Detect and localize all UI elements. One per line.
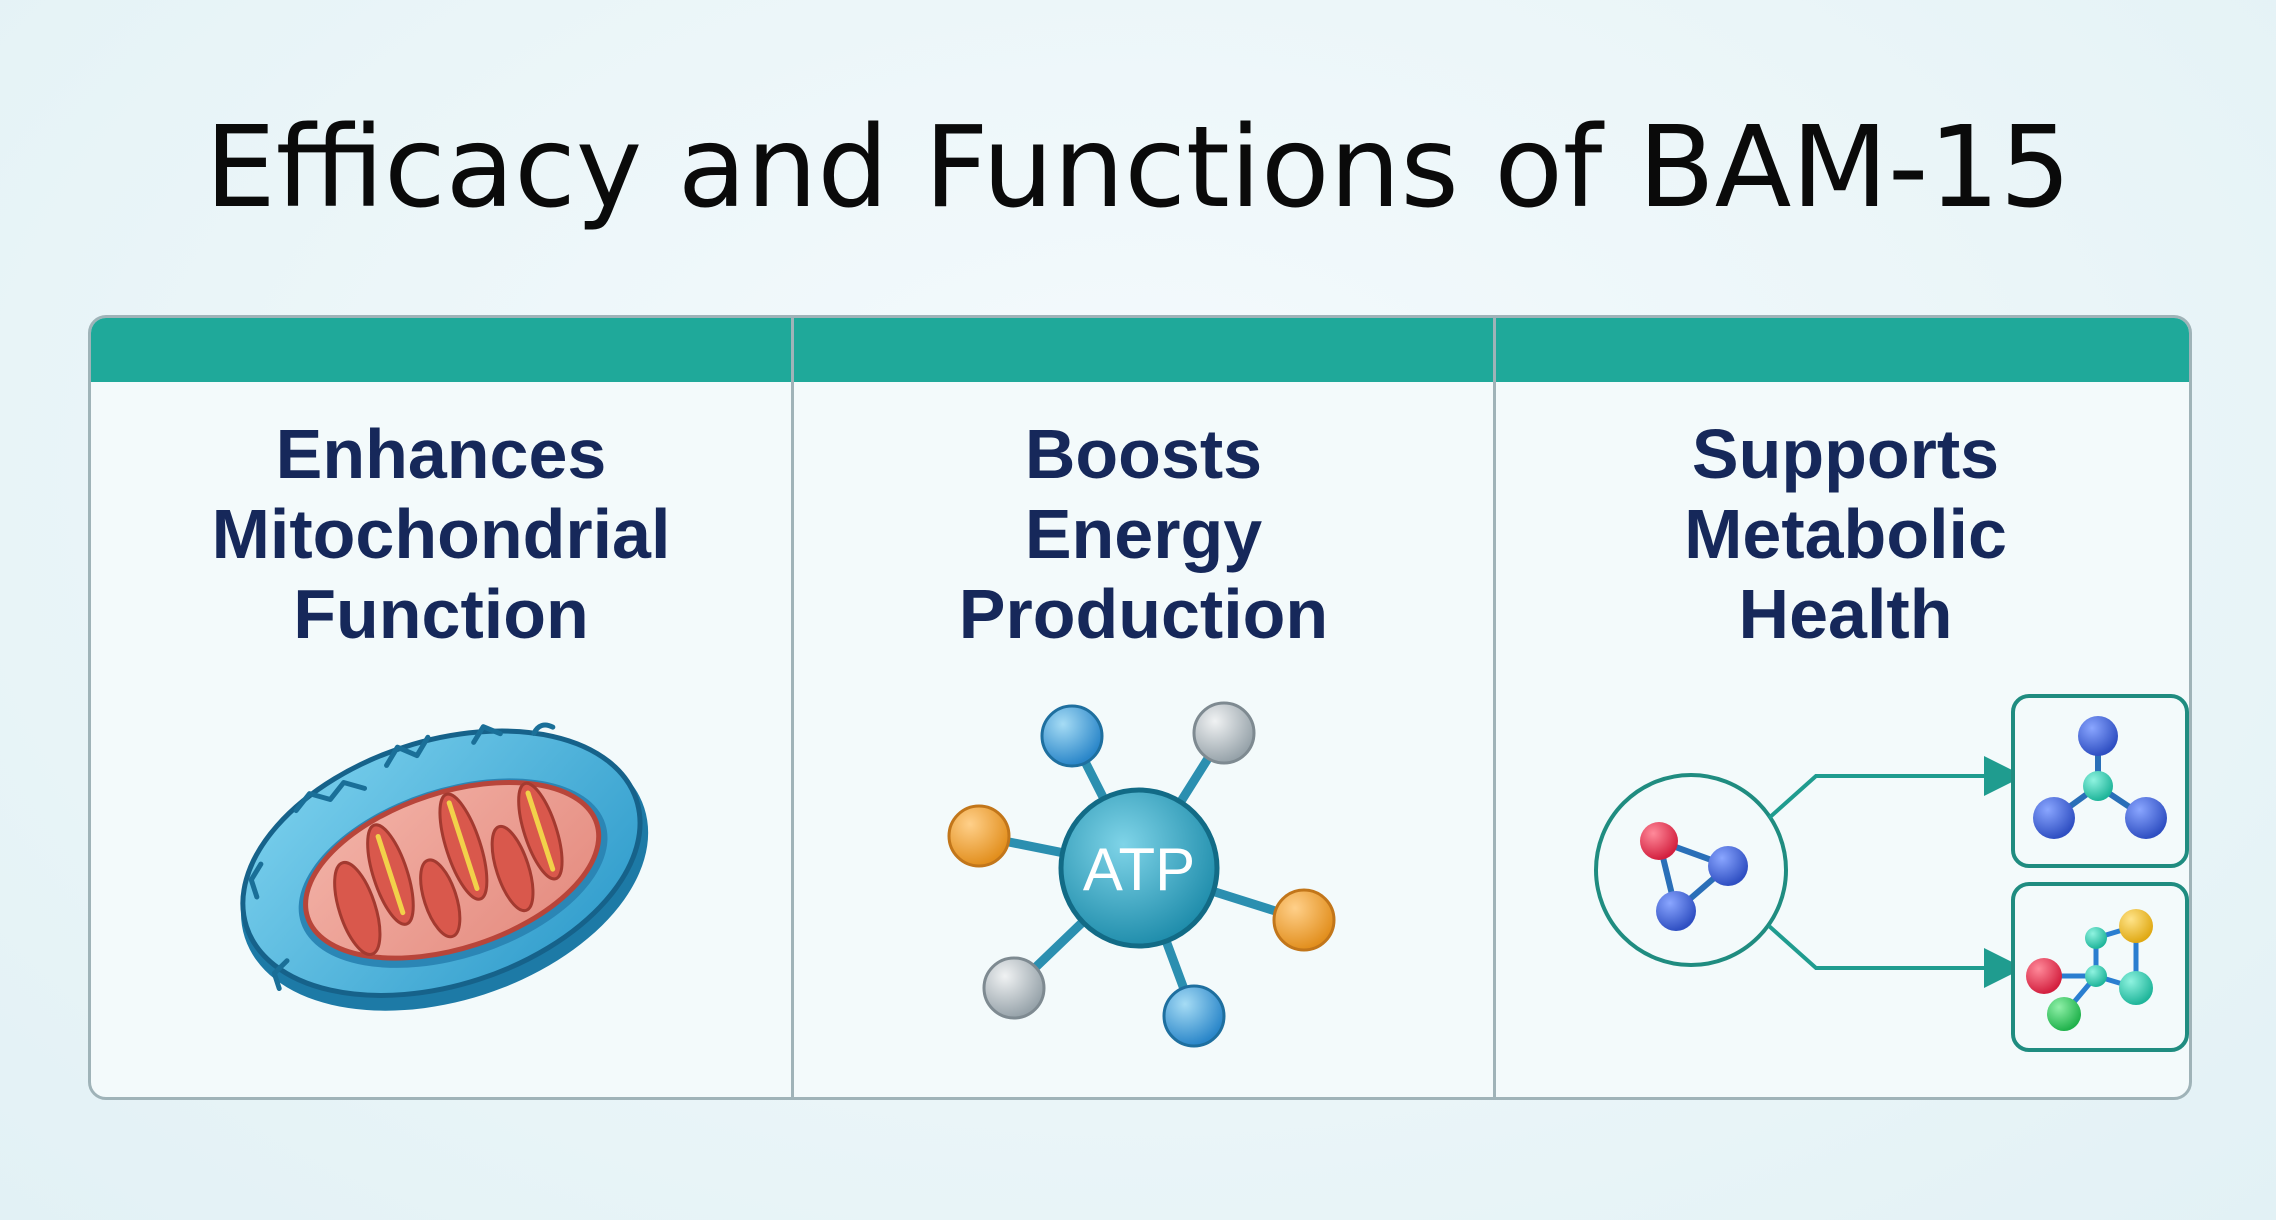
heading-line: Function	[293, 575, 589, 653]
panel-energy-production: Boosts Energy Production	[791, 318, 1493, 1097]
heading-line: Boosts	[1024, 415, 1263, 493]
heading-line: Mitochondrial	[211, 495, 671, 573]
heading-line: Enhances	[275, 415, 607, 493]
panel-heading: Enhances Mitochondrial Function	[91, 414, 791, 654]
panel-mitochondrial-function: Enhances Mitochondrial Function	[91, 318, 791, 1097]
atp-label: ATP	[1083, 836, 1195, 903]
functions-panel-group: Enhances Mitochondrial Function	[88, 315, 2192, 1100]
heading-line: Energy	[1024, 495, 1263, 573]
panel-header-bar	[91, 318, 791, 382]
heading-line: Metabolic	[1684, 495, 2007, 573]
metabolic-pathway-icon	[1496, 658, 2189, 1078]
panel-heading: Supports Metabolic Health	[1496, 414, 2189, 654]
atp-molecule-icon: ATP	[794, 658, 1493, 1078]
page-title: Efficacy and Functions of BAM-15	[205, 103, 2071, 233]
panel-header-bar	[794, 318, 1493, 382]
panel-metabolic-health: Supports Metabolic Health	[1493, 318, 2189, 1097]
heading-line: Health	[1738, 575, 1953, 653]
heading-line: Production	[958, 575, 1329, 653]
heading-line: Supports	[1691, 415, 2000, 493]
mitochondrion-icon	[91, 658, 791, 1078]
panel-heading: Boosts Energy Production	[794, 414, 1493, 654]
panel-header-bar	[1496, 318, 2189, 382]
